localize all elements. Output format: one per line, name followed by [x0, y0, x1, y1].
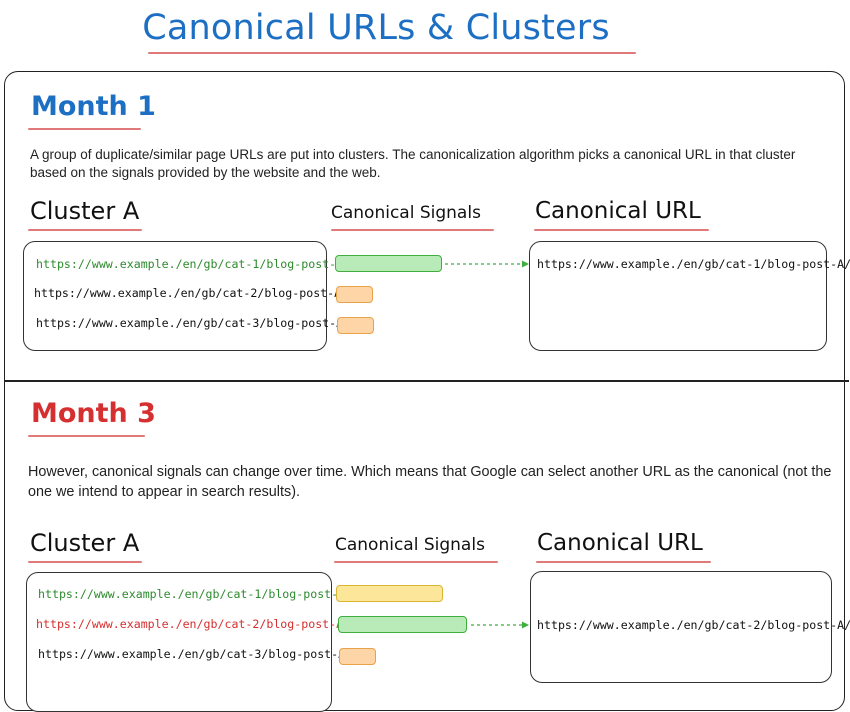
- month-1-heading: Month 1: [31, 91, 156, 122]
- month-1-url-1: https://www.example./en/gb/cat-1/blog-po…: [36, 257, 351, 271]
- page-title: Canonical URLs & Clusters: [142, 8, 610, 48]
- month-1-url-3: https://www.example./en/gb/cat-3/blog-po…: [36, 316, 351, 330]
- month-1-arrow-icon: [445, 260, 529, 268]
- month-1-signals-underline: [331, 229, 494, 231]
- month-3-underline: [28, 435, 145, 437]
- month-1-canonical-label: Canonical URL: [535, 198, 701, 224]
- month-3-signal-bar-1: [336, 585, 443, 602]
- month-3-description: However, canonical signals can change ov…: [28, 464, 832, 500]
- month-1-cluster-underline: [28, 229, 142, 231]
- month-3-canonical-url: https://www.example./en/gb/cat-2/blog-po…: [537, 618, 850, 632]
- month-1-signal-bar-2: [336, 286, 373, 303]
- month-1-signals-label: Canonical Signals: [331, 203, 481, 223]
- month-1-canonical-url: https://www.example./en/gb/cat-1/blog-po…: [537, 257, 850, 271]
- month-1-signal-bar-1: [335, 255, 442, 272]
- month-1-url-2: https://www.example./en/gb/cat-2/blog-po…: [34, 286, 349, 300]
- month-3-canonical-underline: [536, 561, 711, 563]
- month-1-description: A group of duplicate/similar page URLs a…: [30, 147, 796, 180]
- month-3-signal-bar-3: [339, 648, 376, 665]
- month-1-canonical-underline: [534, 229, 709, 231]
- month-3-signal-bar-2: [338, 616, 467, 633]
- month-1-underline: [28, 128, 141, 130]
- month-1-cluster-box: [23, 241, 327, 351]
- month-3-signals-underline: [334, 561, 498, 563]
- month-3-heading: Month 3: [31, 398, 156, 429]
- month-3-url-2: https://www.example./en/gb/cat-2/blog-po…: [36, 617, 351, 631]
- month-3-cluster-underline: [28, 561, 142, 563]
- month-3-url-1: https://www.example./en/gb/cat-1/blog-po…: [38, 587, 353, 601]
- month-3-canonical-box: [530, 571, 832, 683]
- title-underline: [148, 52, 636, 54]
- month-3-cluster-box: [26, 572, 332, 712]
- month-3-url-3: https://www.example./en/gb/cat-3/blog-po…: [38, 647, 353, 661]
- section-divider: [4, 380, 849, 382]
- month-3-signals-label: Canonical Signals: [335, 535, 485, 555]
- month-3-cluster-label: Cluster A: [30, 529, 140, 557]
- month-3-canonical-label: Canonical URL: [537, 530, 703, 556]
- month-1-canonical-box: [529, 241, 827, 351]
- month-1-signal-bar-3: [337, 317, 374, 334]
- month-1-cluster-label: Cluster A: [30, 197, 140, 225]
- month-3-arrow-icon: [471, 621, 529, 629]
